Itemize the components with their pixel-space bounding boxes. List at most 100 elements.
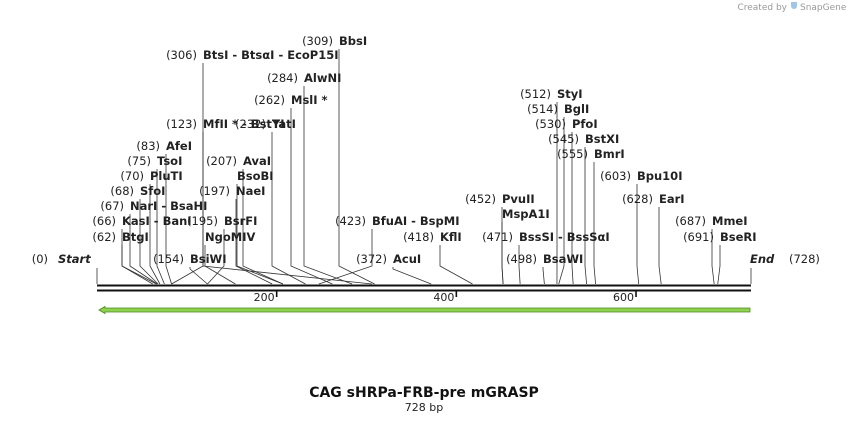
site-btsi-bts-i-ecop15i[interactable]: (306)BtsI - BtsαI - EcoP15I (166, 48, 338, 62)
site-tati[interactable]: (232)TatI (235, 117, 296, 131)
site-tsoi[interactable]: (75)TsoI (127, 154, 182, 168)
leader-bsiwi (189, 267, 208, 285)
site-bstxi[interactable]: (545)BstXI (548, 132, 619, 146)
site-kfli[interactable]: (418)KflI (403, 230, 462, 244)
site-position: (603) (600, 169, 631, 183)
site-nari-bsahi[interactable]: (67) NarI - BsaHI (100, 199, 207, 213)
leader-pfoi (571, 132, 574, 285)
enzyme-name: SfoI (140, 184, 165, 198)
enzyme-name: TsoI (157, 154, 182, 168)
site-btgi[interactable]: (62)BtgI (92, 230, 148, 244)
site-avai[interactable]: (207)AvaI (206, 154, 271, 168)
site-position: (452) (465, 192, 496, 206)
enzyme-name: BfuAI - BspMI (372, 214, 459, 228)
site-position: (687) (675, 214, 706, 228)
leader-lines (96, 49, 752, 285)
leader-bgli (558, 117, 565, 285)
enzyme-name: AvaI (243, 154, 271, 168)
site-bpu10i[interactable]: (603)Bpu10I (600, 169, 682, 183)
site-alwni[interactable]: (284) AlwNI (267, 71, 341, 85)
enzyme-name: AcuI (393, 252, 421, 266)
site-position: (498) (506, 252, 537, 266)
site-bmri[interactable]: (555)BmrI (557, 147, 625, 161)
enzyme-name: NgoMIV (205, 230, 255, 244)
start-label: (0)Start (32, 252, 92, 266)
leader-afei (165, 154, 172, 285)
site-acui[interactable]: (372) AcuI (356, 252, 421, 266)
site-position: (372) (356, 252, 387, 266)
site-mspa1i[interactable]: MspA1I (502, 207, 550, 221)
site-pvuii[interactable]: (452) PvuII (465, 192, 535, 206)
tick-label-200: 200 (254, 291, 275, 304)
enzyme-name: TatI (272, 117, 296, 131)
leader-pvuii (501, 207, 504, 285)
leader-kasi-bani (121, 229, 157, 285)
site-eari[interactable]: (628)EarI (622, 192, 685, 206)
site-bsawi[interactable]: (498)BsaWI (506, 252, 583, 266)
enzyme-name: BmrI (594, 147, 625, 161)
feature-bar[interactable] (98, 305, 751, 315)
leader-tati (271, 132, 306, 285)
site-bfuai-bspmi[interactable]: (423)BfuAI - BspMI (335, 214, 459, 228)
enzyme-name: BssSI - BssSαI (519, 230, 610, 244)
enzyme-name: PfoI (572, 117, 598, 131)
site-afei[interactable]: (83)AfeI (136, 139, 192, 153)
snapgene-logo-icon (791, 2, 797, 9)
site-bgli[interactable]: (514)BglI (527, 102, 589, 116)
start-position: (0) (32, 252, 48, 266)
site-kasi-bani[interactable]: (66)KasI - BanI (92, 214, 191, 228)
site-msli[interactable]: (262)MslI * (254, 93, 327, 107)
site-styi[interactable]: (512)StyI (520, 87, 583, 101)
leader-bmri (593, 162, 596, 285)
site-position: (83) (136, 139, 160, 153)
leader-bpu10i (636, 184, 640, 285)
enzyme-name: MmeI (712, 214, 748, 228)
site-ngomiv[interactable]: NgoMIV (205, 230, 255, 244)
leader-avai (242, 169, 284, 285)
enzyme-name: NarI - BsaHI (130, 199, 207, 213)
site-mmei[interactable]: (687) MmeI (675, 214, 747, 228)
site-position: (68) (110, 184, 134, 198)
leader-acui (392, 267, 432, 285)
site-bsssi-bsss-i[interactable]: (471)BssSI - BssSαI (482, 230, 610, 244)
site-pluti[interactable]: (70)PluTI (120, 169, 182, 183)
site-pfoi[interactable]: (530)PfoI (535, 117, 598, 131)
site-position: (67) (100, 199, 124, 213)
site-position: (691) (683, 230, 714, 244)
site-position: (123) (166, 117, 197, 131)
site-bsobi[interactable]: BsoBI (237, 169, 274, 183)
leader-eari (658, 207, 662, 285)
site-bsrfi[interactable]: (195)BsrFI (187, 214, 257, 228)
site-position: (512) (520, 87, 551, 101)
sequence-length: 728 bp (405, 401, 443, 414)
site-bbsi[interactable]: (309)BbsI (302, 34, 367, 48)
feature-arrow[interactable] (98, 305, 751, 315)
leader-nari-bsahi (129, 214, 158, 285)
enzyme-name: BseRI (720, 230, 757, 244)
enzyme-name: BsiWI (190, 252, 227, 266)
enzyme-name: MslI * (291, 93, 328, 107)
site-position: (70) (120, 169, 144, 183)
site-naei[interactable]: (197)NaeI (199, 184, 265, 198)
leader-bsobi (236, 184, 284, 285)
sequence-title: CAG sHRPa-FRB-pre mGRASP (309, 385, 539, 401)
end-position: (728) (789, 252, 820, 266)
site-position: (284) (267, 71, 298, 85)
site-bsiwi[interactable]: (154)BsiWI (153, 252, 226, 266)
tick-label-400: 400 (433, 291, 454, 304)
enzyme-name: BbsI (339, 34, 367, 48)
credit-brand: SnapGene (800, 3, 847, 13)
leader-naei (235, 199, 273, 285)
site-position: (197) (199, 184, 230, 198)
site-sfoi[interactable]: (68) SfoI (110, 184, 165, 198)
leader-sfoi (139, 199, 159, 285)
site-bseri[interactable]: (691) BseRI (683, 230, 756, 244)
enzyme-name: AlwNI (304, 71, 341, 85)
enzyme-name: PvuII (502, 192, 535, 206)
end-label: End(728) (750, 252, 820, 266)
leader-bstxi (584, 147, 588, 285)
leader-msli (290, 108, 333, 285)
site-mfii-bstyi[interactable]: (123)MfII * - BstYI (166, 117, 284, 131)
